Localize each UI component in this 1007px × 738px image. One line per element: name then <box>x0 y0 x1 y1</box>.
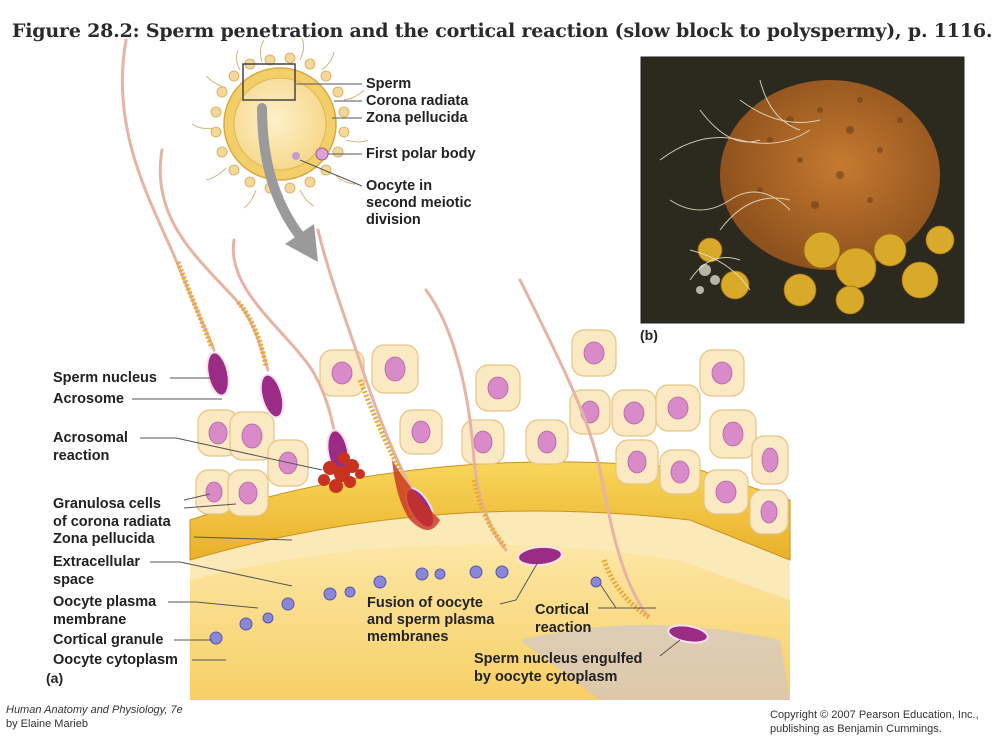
sperm-midpieces <box>175 261 652 621</box>
label-zona-pellucida-top: Zona pellucida <box>366 110 468 126</box>
label-fusion-line2: and sperm plasma <box>367 612 495 628</box>
zoom-box-icon <box>242 63 296 101</box>
extracellular-space-region <box>190 511 790 600</box>
credit-copyright-1: Copyright © 2007 Pearson Education, Inc.… <box>770 709 979 721</box>
label-corona-radiata: Corona radiata <box>366 93 469 109</box>
credit-author: by Elaine Marieb <box>6 718 88 730</box>
label-sperm: Sperm <box>366 76 412 92</box>
label-oocyte-line2: second meiotic <box>366 195 472 211</box>
label-oocyte-cytoplasm: Oocyte cytoplasm <box>53 652 178 668</box>
label-oocyte-line1: Oocyte in <box>366 178 433 194</box>
cortical-granules <box>209 565 602 645</box>
label-zona-pellucida: Zona pellucida <box>53 531 155 547</box>
meiotic-spindle <box>292 152 300 160</box>
curved-gray-arrow-icon <box>257 103 318 262</box>
oocyte-body <box>233 77 327 171</box>
penetration-illustration <box>120 38 791 700</box>
polar-body <box>315 147 329 161</box>
credit-book: Human Anatomy and Physiology, 7e <box>6 704 183 716</box>
sperm-heads <box>206 351 709 644</box>
corona-cells <box>210 52 350 194</box>
label-cortical-line2: reaction <box>535 620 592 636</box>
panel-label-a: (a) <box>46 670 64 686</box>
cortical-reaction-zone <box>520 625 790 700</box>
micrograph-photo <box>640 56 965 324</box>
inner-leader-lines <box>499 561 681 657</box>
label-cortical-line1: Cortical <box>535 602 589 618</box>
label-acrosomal-line1: Acrosomal <box>53 430 128 446</box>
top-leader-lines <box>296 83 363 187</box>
credit-copyright-2: publishing as Benjamin Cummings. <box>770 723 942 735</box>
left-leader-lines <box>132 377 323 661</box>
label-cortical-granule: Cortical granule <box>53 632 164 648</box>
label-sperm-nucleus: Sperm nucleus <box>53 370 157 386</box>
label-engulfed-line2: by oocyte cytoplasm <box>474 669 618 685</box>
label-granulosa-line1: Granulosa cells <box>53 496 161 512</box>
label-extracellular-line2: space <box>53 572 95 588</box>
label-plasma-line2: membrane <box>53 612 127 628</box>
label-plasma-line1: Oocyte plasma <box>53 594 157 610</box>
label-engulfed-line1: Sperm nucleus engulfed <box>474 651 643 667</box>
panel-label-b: (b) <box>640 327 658 343</box>
sperm-tails-small <box>191 37 369 209</box>
figure-title: Figure 28.2: Sperm penetration and the c… <box>12 20 993 42</box>
zona-digestion <box>392 460 440 530</box>
label-oocyte-line3: division <box>366 212 421 228</box>
label-fusion-line3: membranes <box>367 629 449 645</box>
label-granulosa-line2: of corona radiata <box>53 514 171 530</box>
acrosomal-reaction-blob <box>318 452 365 493</box>
label-extracellular-line1: Extracellular <box>53 554 141 570</box>
sperm-tails <box>120 38 650 618</box>
label-first-polar-body: First polar body <box>366 146 476 162</box>
label-fusion-line1: Fusion of oocyte <box>367 595 483 611</box>
oocyte-overview <box>191 37 369 262</box>
label-acrosome: Acrosome <box>53 391 124 407</box>
label-acrosomal-line2: reaction <box>53 448 110 464</box>
